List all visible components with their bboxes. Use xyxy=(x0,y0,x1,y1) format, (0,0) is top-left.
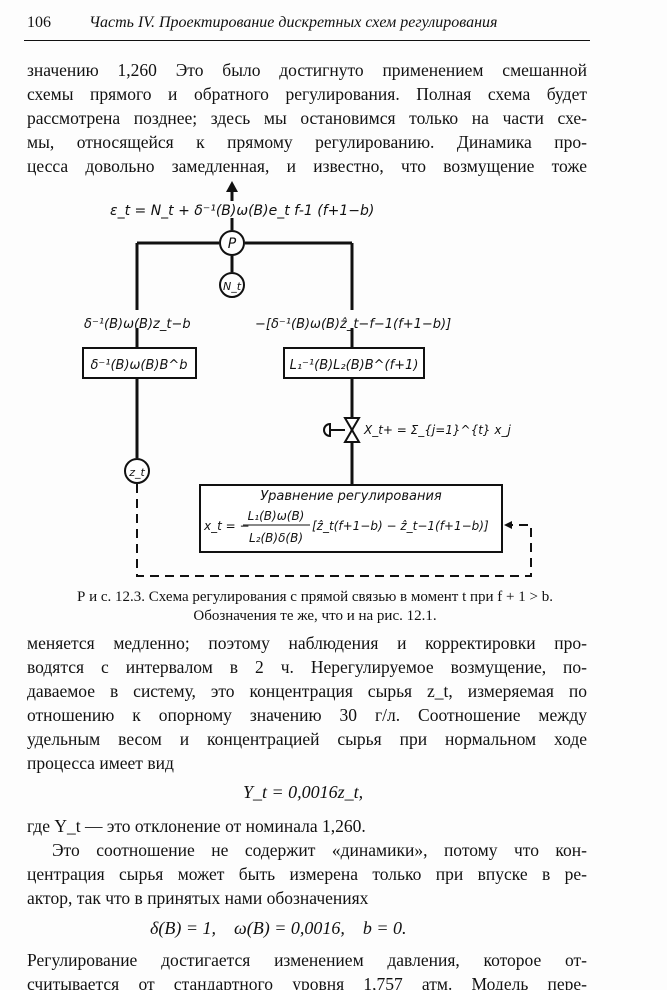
left-transfer-box xyxy=(82,347,197,379)
caption-line: Обозначения те же, что и на рис. 12.1. xyxy=(193,608,437,624)
text-line: центрация сырья может быть измерена толь… xyxy=(27,864,587,884)
figure-caption: Р и с. 12.3. Схема регулирования с прямо… xyxy=(40,588,590,626)
right-transfer-box xyxy=(283,347,425,379)
formula-y: Y_t = 0,0016z_t, xyxy=(243,782,364,802)
text-line: где Y_t — это отклонение от номинала 1,2… xyxy=(27,816,366,836)
text-line: удельным весом и концентрацией сырья при… xyxy=(27,729,587,749)
text-line: мы, относящейся к прямому регулированию.… xyxy=(27,132,587,152)
node-p xyxy=(219,230,245,256)
page-number: 106 xyxy=(27,14,51,31)
text-line: даваемое в систему, это концентрация сыр… xyxy=(27,681,587,701)
text-line: водятся с интервалом в 2 ч. Нерегулируем… xyxy=(27,657,587,677)
running-title: Часть IV. Проектирование дискретных схем… xyxy=(89,14,498,31)
output-arrow-icon xyxy=(226,181,238,192)
output-equation: ε_t = N_t + δ⁻¹(B)ω(B)e_t f-1 (f+1−b) xyxy=(110,203,374,219)
feedback-arrow-icon xyxy=(504,521,512,529)
text-line: Регулирование достигается изменением дав… xyxy=(27,950,587,970)
left-box-label: δ⁻¹(B)ω(B)B^b xyxy=(90,358,187,373)
right-branch-label: −[δ⁻¹(B)ω(B)ẑ_t−f−1(f+1−b)] xyxy=(255,317,451,332)
node-z xyxy=(124,458,150,484)
control-lhs: x_t = − xyxy=(203,519,250,533)
caption-line: Р и с. 12.3. Схема регулирования с прямо… xyxy=(77,589,553,605)
text-line: отношению к опорному значению 30 г/л. Со… xyxy=(27,705,587,725)
right-box-label: L₁⁻¹(B)L₂(B)B^(f+1) xyxy=(290,358,419,373)
valve-icon xyxy=(323,417,361,443)
node-p-label: P xyxy=(228,236,237,252)
text-line: актор, так что в принятых нами обозначен… xyxy=(27,888,369,908)
node-z-label: z_t xyxy=(128,466,145,479)
valve-label: X_t+ = Σ_{j=1}^{t} x_j xyxy=(363,423,511,437)
text-line: значению 1,260 Это было достигнуто приме… xyxy=(27,60,587,80)
control-denominator: L₂(B)δ(B) xyxy=(249,531,303,545)
text-line: схемы прямого и обратного регулирования.… xyxy=(27,84,587,104)
text-line: Это соотношение не содержит «динамики», … xyxy=(52,840,587,860)
node-n-label: N_t xyxy=(223,280,242,293)
text-line: меняется медленно; поэтому наблюдения и … xyxy=(27,633,587,653)
left-branch-label: δ⁻¹(B)ω(B)z_t−b xyxy=(84,317,191,332)
text-line: цесса довольно замедленная, и известно, … xyxy=(27,156,587,176)
text-line: рассмотрена позднее; здесь мы остановимс… xyxy=(27,108,587,128)
control-numerator: L₁(B)ω(B) xyxy=(248,509,305,523)
text-line: считывается от стандартного уровня 1,757… xyxy=(27,974,587,990)
header-rule xyxy=(24,40,590,41)
formula-delta-omega: δ(B) = 1, ω(B) = 0,0016, b = 0. xyxy=(150,918,407,938)
node-n xyxy=(219,272,245,298)
control-rhs: [ẑ_t(f+1−b) − ẑ_t−1(f+1−b)] xyxy=(312,519,489,533)
control-equation-box xyxy=(199,484,503,553)
text-line: процесса имеет вид xyxy=(27,753,174,773)
control-title: Уравнение регулирования xyxy=(260,489,442,504)
